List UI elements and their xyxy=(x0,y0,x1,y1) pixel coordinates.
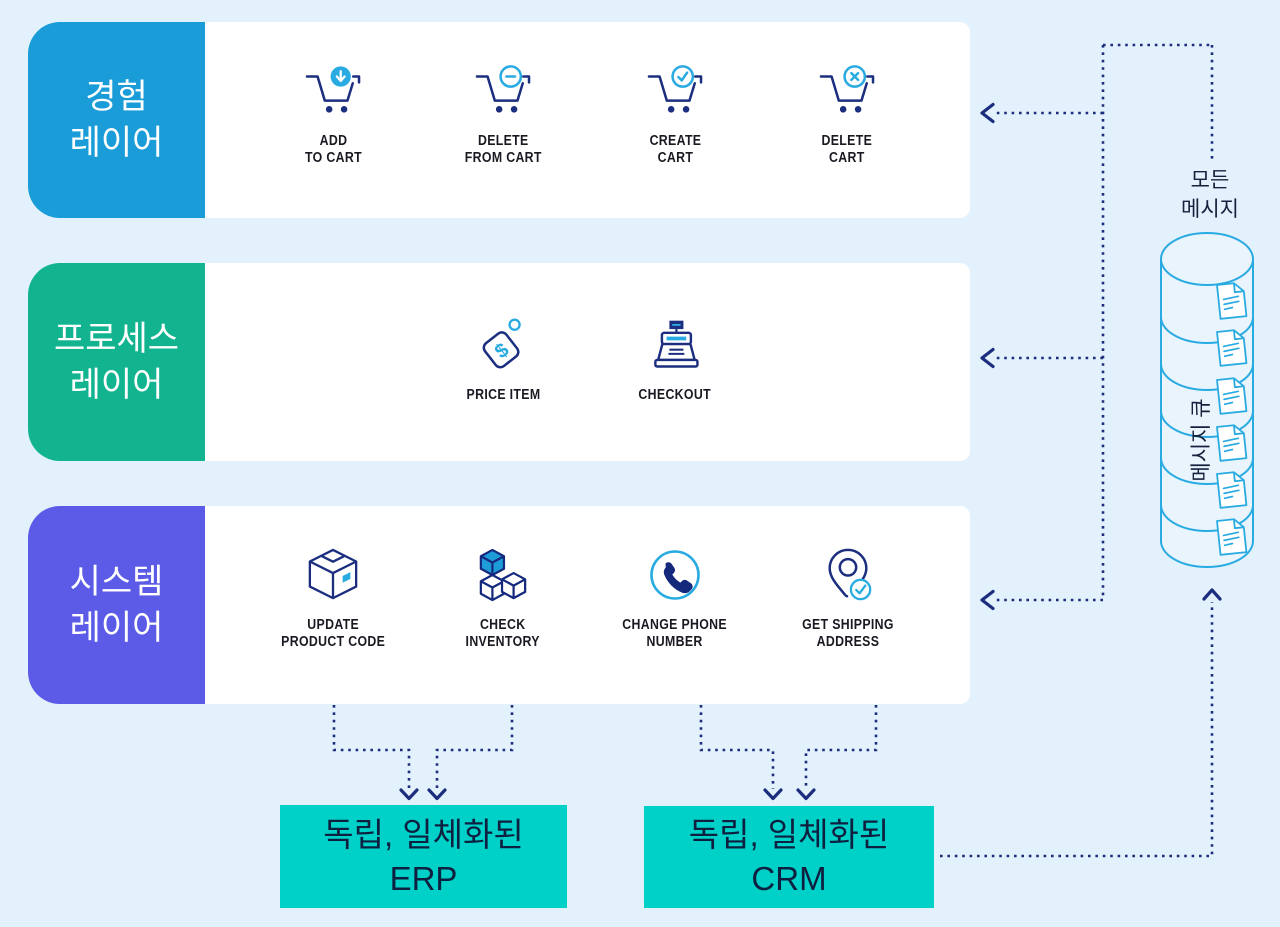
update-product-code-to-erp-line xyxy=(332,705,411,789)
arrowhead-down-erp-1 xyxy=(399,788,419,801)
message-queue-cylinder xyxy=(1160,232,1254,568)
cart-remove-icon xyxy=(473,60,533,122)
api-create-cart: CREATE CART xyxy=(590,60,760,167)
api-label: CHECK INVENTORY xyxy=(465,617,541,650)
api-price-item: $ PRICE ITEM xyxy=(418,314,588,404)
system-layer-row: 시스템 레이어 UPDATE PRODUCT CODE xyxy=(28,506,970,704)
queue-cylinder-label: 메시지 큐 xyxy=(1190,398,1213,482)
api-label: GET SHIPPING ADDRESS xyxy=(802,617,894,650)
api-checkout: CHECKOUT xyxy=(590,314,760,404)
inventory-cubes-icon xyxy=(477,544,529,606)
arrowhead-left-system xyxy=(980,589,995,611)
arrowhead-down-erp-2 xyxy=(427,788,447,801)
api-label: ADD TO CART xyxy=(304,133,362,166)
crm-system-label: 독립, 일체화된 CRM xyxy=(688,816,890,897)
erp-system-box: 독립, 일체화된 ERP xyxy=(280,805,567,908)
api-get-shipping-address: GET SHIPPING ADDRESS xyxy=(763,544,933,651)
api-check-inventory: CHECK INVENTORY xyxy=(418,544,588,651)
experience-layer-label: 경험 레이어 xyxy=(69,78,164,162)
api-label: DELETE CART xyxy=(821,133,873,166)
experience-layer-tab: 경험 레이어 xyxy=(28,22,205,218)
process-layer-label: 프로세스 레이어 xyxy=(53,320,180,404)
api-label: UPDATE PRODUCT CODE xyxy=(280,617,386,650)
crm-system-box: 독립, 일체화된 CRM xyxy=(644,806,934,908)
api-label: CHANGE PHONE NUMBER xyxy=(622,617,728,650)
change-phone-to-crm-line xyxy=(699,705,775,789)
process-layer-tab: 프로세스 레이어 xyxy=(28,263,205,461)
cart-add-icon xyxy=(303,60,363,122)
system-layer-tab: 시스템 레이어 xyxy=(28,506,205,704)
process-layer-row: 프로세스 레이어 $ PRICE ITEM xyxy=(28,263,970,461)
experience-layer-row: 경험 레이어 ADD TO CART xyxy=(28,22,970,218)
api-update-product-code: UPDATE PRODUCT CODE xyxy=(248,544,418,651)
api-label: CHECKOUT xyxy=(638,387,712,403)
crm-to-queue-line xyxy=(940,602,1214,858)
price-tag-icon: $ xyxy=(475,314,531,376)
get-shipping-to-crm-line xyxy=(804,705,878,789)
api-change-phone-number: CHANGE PHONE NUMBER xyxy=(590,544,760,651)
cash-register-icon xyxy=(646,314,704,376)
api-delete-from-cart: DELETE FROM CART xyxy=(418,60,588,167)
cart-check-icon xyxy=(645,60,705,122)
api-label: PRICE ITEM xyxy=(466,387,540,403)
api-label: CREATE CART xyxy=(649,133,701,166)
cart-delete-icon xyxy=(817,60,877,122)
api-label: DELETE FROM CART xyxy=(464,133,542,166)
location-pin-icon xyxy=(821,544,875,606)
arrowhead-left-process xyxy=(980,347,995,369)
system-layer-label: 시스템 레이어 xyxy=(69,563,164,647)
package-box-icon xyxy=(306,544,360,606)
api-delete-cart: DELETE CART xyxy=(762,60,932,167)
check-inventory-to-erp-line xyxy=(435,705,514,789)
arrowhead-down-crm-2 xyxy=(796,788,816,801)
api-add-to-cart: ADD TO CART xyxy=(248,60,418,167)
erp-system-label: 독립, 일체화된 ERP xyxy=(323,815,524,897)
arrowhead-left-experience xyxy=(980,102,995,124)
arrowhead-down-crm-1 xyxy=(763,788,783,801)
phone-icon xyxy=(648,544,702,606)
arrowhead-up-queue xyxy=(1202,588,1222,601)
queue-top-label: 모든 메시지 xyxy=(1181,169,1239,221)
